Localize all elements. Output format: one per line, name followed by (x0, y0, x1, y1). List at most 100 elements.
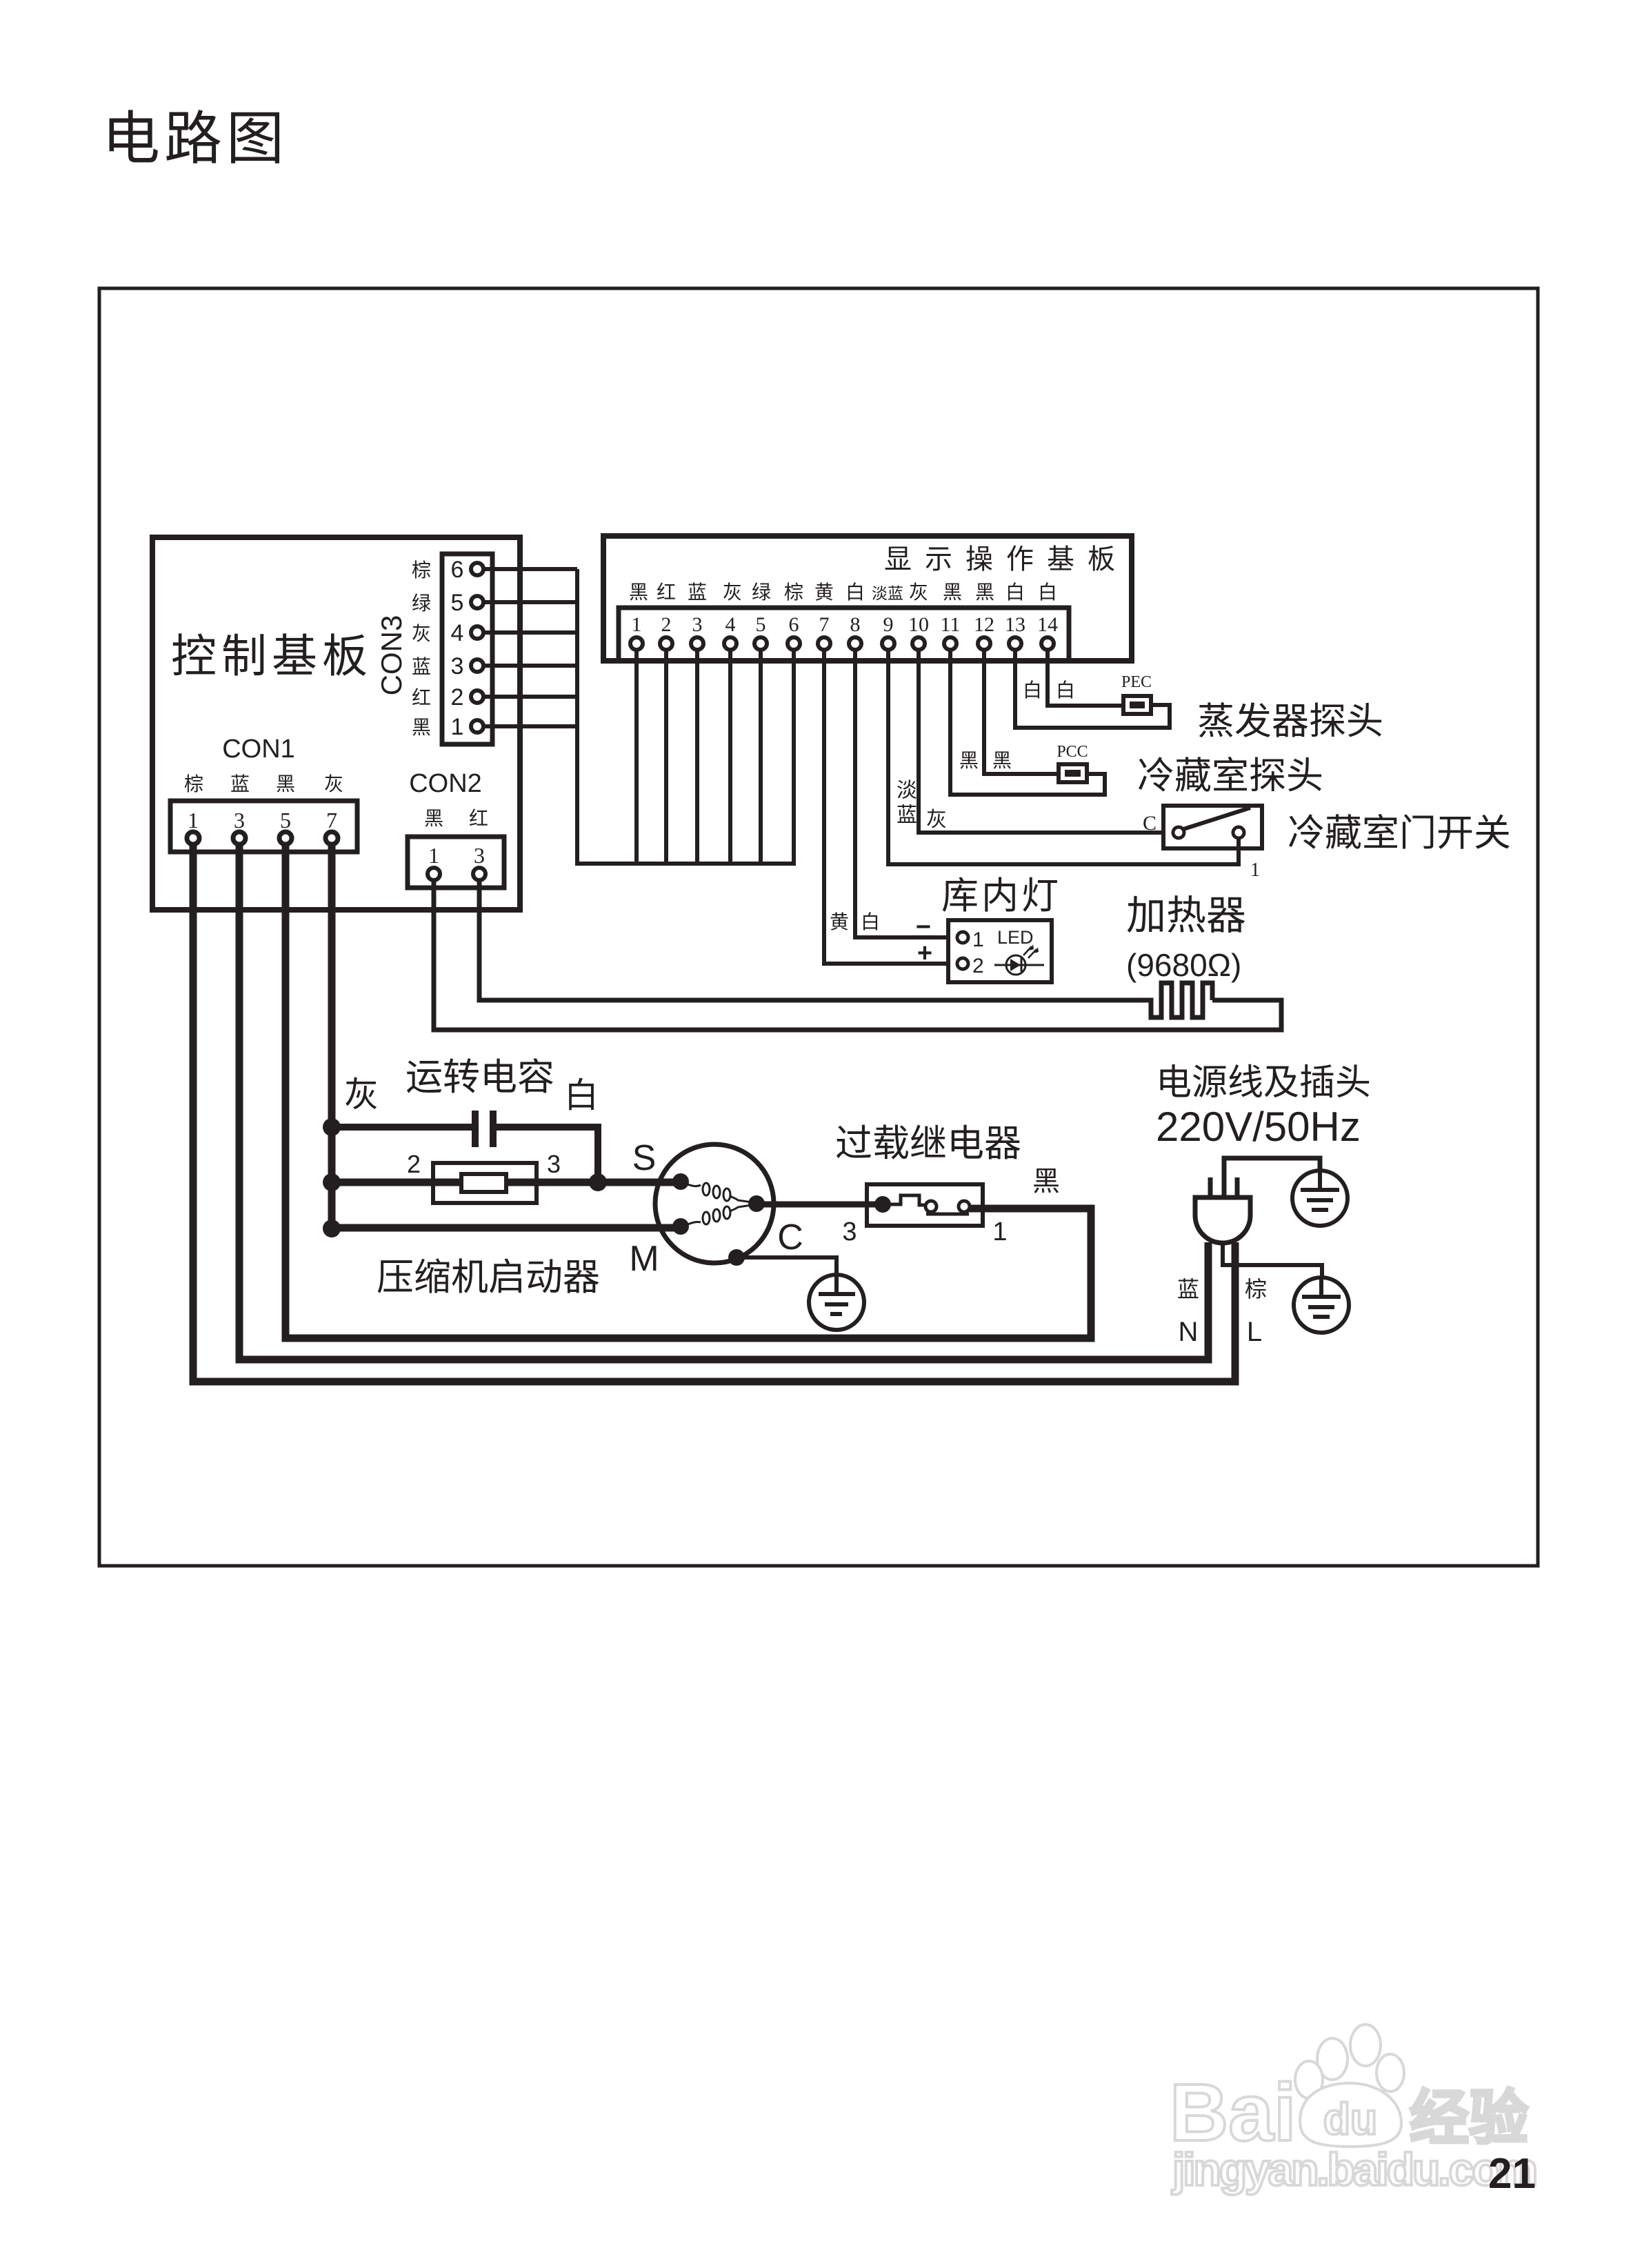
lamp-plus-label: + (917, 939, 932, 968)
display-pin2-number: 2 (661, 613, 672, 636)
wire-pin10-gray-to-switch (917, 828, 1173, 835)
con3-pin1-color: 黑 (412, 716, 431, 739)
door-switch-terminal-c (1171, 825, 1186, 840)
con1-connector (168, 798, 360, 855)
watermark-url: jingyan.baidu.com (1171, 2144, 1538, 2195)
display-pin8-terminal (847, 635, 863, 652)
display-pin3-number: 3 (692, 613, 703, 636)
con2-pin1-color: 黑 (424, 807, 443, 830)
plug-earth-wire-bottom (1221, 1243, 1324, 1277)
con3-pin2-color: 红 (412, 686, 431, 709)
display-pin5-color: 绿 (752, 581, 771, 604)
display-pin9-color: 淡蓝 (872, 585, 903, 603)
con3-pin4-number: 4 (451, 620, 464, 646)
display-pin1-color: 黑 (629, 581, 648, 604)
con3-pin3-terminal (469, 657, 485, 674)
display-pin12-terminal (976, 635, 992, 652)
capacitor-plate-right-icon (490, 1111, 497, 1147)
display-pin9-terminal (880, 635, 897, 652)
ground-icon (1290, 1168, 1350, 1228)
switch-wire-gray-label: 灰 (926, 808, 947, 832)
power-rating: 220V/50Hz (1156, 1104, 1361, 1150)
overload-pin-3-label: 3 (842, 1217, 857, 1246)
display-pin4-terminal (722, 635, 739, 652)
display-pin13-color: 白 (1005, 581, 1025, 604)
display-pin8-number: 8 (850, 613, 861, 636)
con1-pin1-terminal (184, 829, 202, 847)
capacitor-plate-left-icon (472, 1111, 479, 1147)
compressor-m-label: M (629, 1239, 659, 1279)
overload-contact-icon (874, 1193, 972, 1216)
display-pin7-terminal (816, 635, 832, 652)
con2-label: CON2 (409, 769, 482, 798)
wire-pin11-black-to-pcc (948, 772, 1107, 797)
power-cord: 电源线及插头 220V/50Hz 蓝 棕 N L (1156, 1062, 1371, 1347)
evaporator-probe-label: 蒸发器探头 (1197, 699, 1383, 743)
page-number: 21 (1488, 2150, 1536, 2198)
power-l-color-label: 棕 (1245, 1276, 1267, 1302)
lamp-wire-white-label: 白 (861, 911, 880, 933)
door-switch-c-label: C (1143, 812, 1157, 835)
wire-con1-blue-to-N (235, 845, 1212, 1364)
con3-pin5-terminal (469, 594, 485, 610)
display-pin13-number: 13 (1005, 613, 1025, 636)
con3-pin6-color: 棕 (412, 559, 431, 581)
display-pin10-color: 灰 (909, 581, 928, 604)
pec-wire-color-1: 白 (1023, 679, 1042, 702)
display-pin5-terminal (752, 635, 769, 652)
compressor-s-label: S (632, 1138, 657, 1178)
con2-connector (405, 834, 507, 891)
watermark-brand-paw: du (1323, 2094, 1377, 2144)
starter-pin-2-label: 2 (407, 1150, 421, 1178)
wire-pin7-yellow-to-led (822, 959, 965, 966)
con3-label: CON3 (375, 615, 408, 696)
wire-pin13-white-to-pec (1013, 703, 1172, 730)
pec-sensor-icon (1121, 694, 1153, 716)
display-pin8-color: 白 (845, 581, 865, 604)
starter-element-icon (459, 1172, 508, 1194)
con1-pin1-number: 1 (188, 808, 199, 833)
starter-pin-3-label: 3 (547, 1150, 561, 1178)
con3-pin3-color: 蓝 (412, 655, 431, 678)
pec-wire-color-2: 白 (1056, 679, 1075, 702)
ground-icon (807, 1273, 866, 1332)
display-pin10-number: 10 (908, 613, 929, 636)
baidu-paw-icon (1294, 2023, 1405, 2149)
con3-pin6-terminal (469, 561, 485, 577)
display-pin14-terminal (1039, 635, 1056, 652)
door-switch-label: 冷藏室门开关 (1288, 811, 1511, 855)
con3-pin2-terminal (469, 688, 485, 705)
display-pin11-color: 黑 (943, 581, 962, 604)
starter-label: 压缩机启动器 (377, 1255, 600, 1299)
display-pin2-color: 红 (657, 581, 676, 604)
door-switch-1-label: 1 (1250, 859, 1260, 881)
junction-dot (323, 1118, 341, 1136)
con3-pin2-number: 2 (451, 684, 464, 710)
con2-pin3-color: 红 (469, 807, 488, 830)
display-pin3-terminal (689, 635, 705, 652)
pec-code: PEC (1121, 673, 1152, 691)
evaporator-probe: 白 白 PEC 蒸发器探头 (1023, 673, 1383, 743)
con1-pin3-terminal (230, 829, 248, 847)
wire-pin14-white-to-pec (1045, 701, 1123, 708)
wire-con1-brown-to-L (189, 845, 1239, 1386)
overload-pin-1-label: 1 (992, 1217, 1007, 1246)
con3-connector (439, 551, 495, 747)
display-pin6-number: 6 (789, 613, 799, 636)
ground-icon (1292, 1275, 1351, 1335)
con3-pin4-terminal (469, 624, 485, 641)
con1-pin5-number: 5 (280, 808, 291, 833)
wire-con1-black-to-overload (281, 845, 1095, 1342)
con3-pin6-number: 6 (451, 557, 464, 583)
lamp-pin2-label: 2 (972, 955, 984, 977)
display-board-title: 显示操作基板 (884, 544, 1128, 575)
pcc-wire-color-1: 黑 (959, 749, 979, 772)
con3-pin1-number: 1 (451, 714, 464, 740)
display-pin2-terminal (658, 635, 674, 652)
power-l-label: L (1247, 1317, 1262, 1347)
con1-pin1-color: 棕 (184, 773, 203, 795)
con1-pin7-color: 灰 (324, 773, 343, 795)
display-pin6-terminal (785, 635, 802, 652)
